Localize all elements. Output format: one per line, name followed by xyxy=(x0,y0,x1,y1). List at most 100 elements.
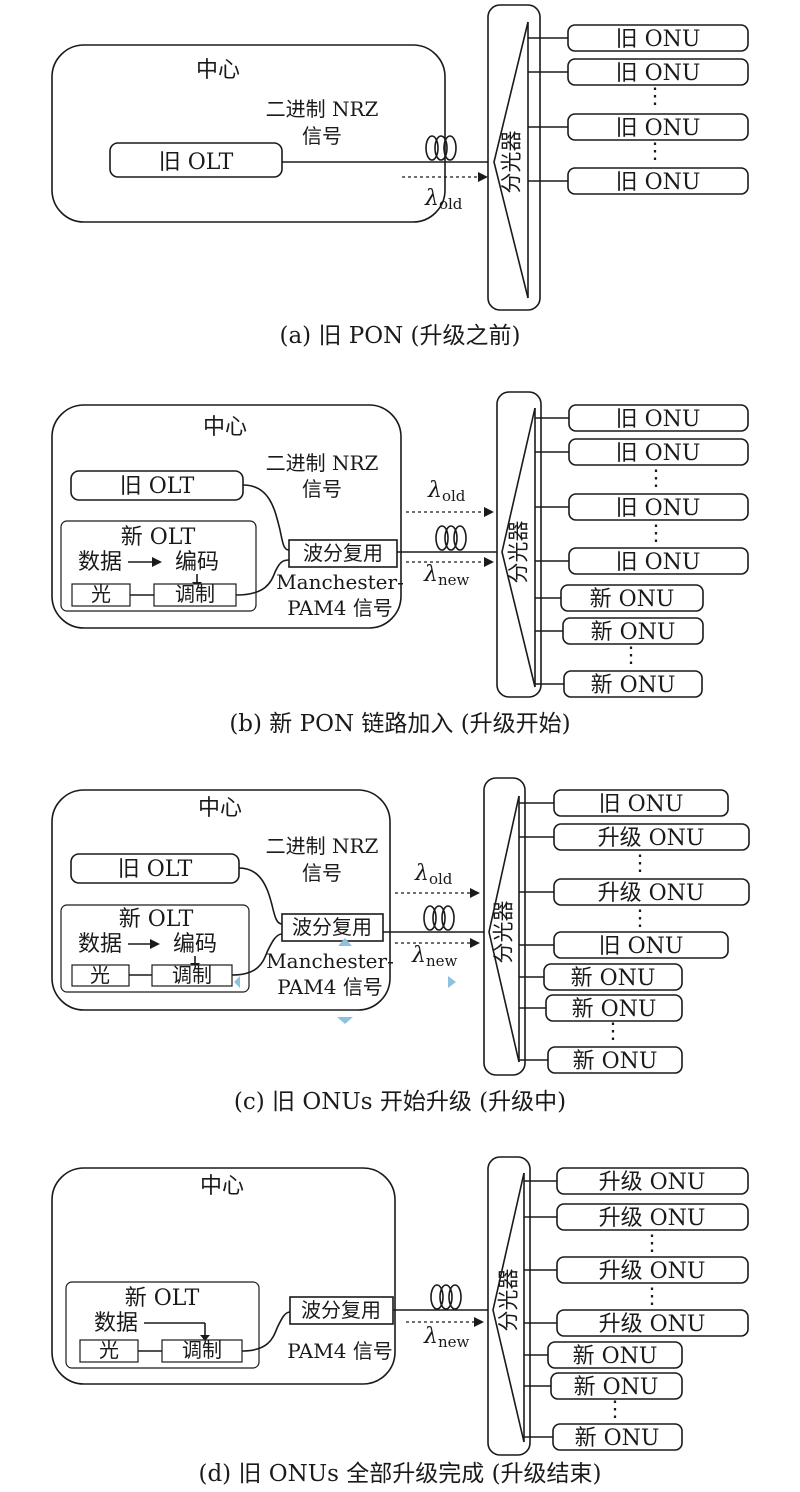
onu-box xyxy=(552,1423,683,1451)
caption-a: (a) 旧 PON (升级之前) xyxy=(280,323,521,349)
onu-box xyxy=(568,438,749,466)
light-label: 光 xyxy=(91,582,111,606)
fiber-coil-icon xyxy=(430,1284,462,1310)
onu-list: 升级 ONU 升级 ONU ⋮ 升级 ONU ⋮ 升级 ONU 新 ONU 新 … xyxy=(524,1167,749,1451)
nrz-label-line2: 信号 xyxy=(302,861,342,885)
onu-box xyxy=(556,1203,749,1231)
old-olt-label: 旧 OLT xyxy=(118,857,193,882)
center-label: 中心 xyxy=(198,796,242,821)
splitter-label: 分光器 xyxy=(500,131,524,194)
panel-c: 中心 二进制 NRZ 信号 旧 OLT 新 OLT 数据 编码 光 调制 波分复… xyxy=(51,777,750,1115)
onu-label: 旧 ONU xyxy=(599,792,684,817)
ellipsis: ⋮ xyxy=(629,851,651,876)
wdm-box xyxy=(281,913,384,942)
splitter-block xyxy=(496,391,542,698)
center-label: 中心 xyxy=(196,58,240,83)
onu-label: 旧 ONU xyxy=(616,407,701,432)
data-label: 数据 xyxy=(78,932,122,957)
onu-label: 升级 ONU xyxy=(599,1170,706,1195)
ellipsis: ⋮ xyxy=(629,906,651,931)
panel-b: 中心 二进制 NRZ 信号 旧 OLT 新 OLT 数据 编码 光 调制 波分复… xyxy=(51,391,749,737)
old-olt-label: 旧 OLT xyxy=(120,474,195,499)
onu-box xyxy=(556,1167,749,1195)
fiber-coil-icon xyxy=(423,905,455,931)
onu-box xyxy=(545,994,683,1022)
wdm-box xyxy=(288,539,398,568)
arrow-head-icon xyxy=(200,1335,210,1341)
manchester-label-line2: PAM4 信号 xyxy=(277,975,383,999)
splitter-block xyxy=(483,777,526,1076)
pam4-label: PAM4 信号 xyxy=(287,1339,393,1363)
panel-d: 中心 新 OLT 数据 光 调制 波分复用 PAM4 信号 λnew 分光器 xyxy=(51,1156,749,1487)
wdm-label: 波分复用 xyxy=(303,541,383,565)
onu-box xyxy=(568,547,749,575)
wdm-label: 波分复用 xyxy=(301,1298,381,1322)
lambda-old-label: λold xyxy=(414,861,453,888)
ellipsis: ⋮ xyxy=(641,1284,663,1309)
onu-label: 旧 ONU xyxy=(599,934,684,959)
ellipsis: ⋮ xyxy=(602,1019,624,1044)
onu-label: 旧 ONU xyxy=(616,61,701,86)
onu-box xyxy=(553,931,729,959)
onu-label: 新 ONU xyxy=(572,997,657,1022)
arrow-head-icon xyxy=(470,888,480,898)
onu-label: 旧 ONU xyxy=(616,550,701,575)
accent-marker-icon xyxy=(234,976,240,988)
arrow-head-icon xyxy=(484,507,494,517)
onu-box xyxy=(568,493,749,521)
onu-box xyxy=(543,963,683,991)
nrz-label-line1: 二进制 NRZ xyxy=(266,834,379,858)
onu-box xyxy=(567,113,749,141)
onu-label: 升级 ONU xyxy=(599,1312,706,1337)
lambda-new-label: λnew xyxy=(411,943,457,970)
splitter-label: 分光器 xyxy=(492,901,516,964)
ellipsis: ⋮ xyxy=(620,643,642,668)
splitter-wedge xyxy=(492,1172,525,1443)
light-label: 光 xyxy=(99,1338,119,1362)
nrz-label-line2: 信号 xyxy=(302,124,342,148)
onu-label: 旧 ONU xyxy=(616,496,701,521)
onu-label: 新 ONU xyxy=(575,1426,660,1451)
onu-label: 升级 ONU xyxy=(598,826,705,851)
onu-box xyxy=(556,1256,749,1284)
arrow-head-icon xyxy=(478,172,488,182)
center-block xyxy=(51,44,446,223)
onu-label: 新 ONU xyxy=(591,673,676,698)
arrow-head-icon xyxy=(484,557,494,567)
onu-box xyxy=(560,584,704,612)
onu-label: 升级 ONU xyxy=(598,881,705,906)
center-label: 中心 xyxy=(200,1174,244,1199)
onu-list: 旧 ONU 升级 ONU ⋮ 升级 ONU ⋮ 旧 ONU 新 ONU 新 ON… xyxy=(519,789,750,1074)
ellipsis: ⋮ xyxy=(644,84,666,109)
modulate-label: 调制 xyxy=(175,582,215,606)
lambda-new-label: λnew xyxy=(423,1324,469,1351)
onu-box xyxy=(553,878,750,906)
new-olt-label: 新 OLT xyxy=(125,1286,200,1311)
splitter-label: 分光器 xyxy=(507,521,531,584)
onu-box xyxy=(547,1046,683,1074)
onu-label: 升级 ONU xyxy=(599,1206,706,1231)
splitter-wedge xyxy=(488,795,520,1063)
lambda-new-label: λnew xyxy=(423,562,469,589)
onu-box xyxy=(563,670,703,698)
nrz-label-line2: 信号 xyxy=(302,477,342,501)
arrow-head-icon xyxy=(150,939,160,949)
manchester-label-line1: Manchester- xyxy=(266,949,394,973)
splitter-wedge xyxy=(493,21,529,299)
caption-c: (c) 旧 ONUs 开始升级 (升级中) xyxy=(234,1089,566,1115)
old-olt-box xyxy=(109,142,283,178)
nrz-label-line1: 二进制 NRZ xyxy=(266,451,379,475)
onu-label: 新 ONU xyxy=(574,1375,659,1400)
splitter-label: 分光器 xyxy=(497,1269,521,1332)
onu-label: 旧 ONU xyxy=(616,170,701,195)
manchester-label-line1: Manchester- xyxy=(276,570,404,594)
onu-label: 新 ONU xyxy=(590,587,675,612)
onu-box xyxy=(567,167,749,195)
onu-list: 旧 ONU 旧 ONU ⋮ 旧 ONU ⋮ 旧 ONU 新 ONU 新 ONU … xyxy=(535,404,749,698)
wdm-box xyxy=(289,1296,394,1325)
nrz-label-line1: 二进制 NRZ xyxy=(266,97,379,121)
splitter-block xyxy=(487,4,541,311)
accent-marker-icon xyxy=(337,1017,353,1024)
lambda-old-label: λold xyxy=(427,478,466,505)
modulate-label: 调制 xyxy=(182,1338,222,1362)
